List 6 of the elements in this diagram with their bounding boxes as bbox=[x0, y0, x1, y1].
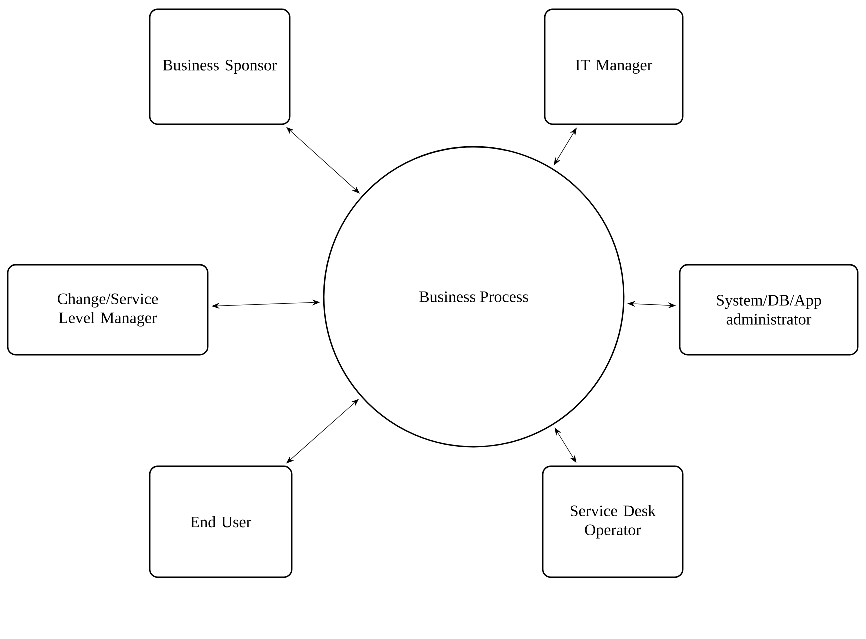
role-box: Service Desk Operator bbox=[542, 466, 684, 578]
role-box: End User bbox=[149, 466, 293, 578]
role-box: Business Sponsor bbox=[149, 8, 291, 126]
role-box: System/DB/App administrator bbox=[679, 264, 859, 356]
role-box: Change/Service Level Manager bbox=[7, 264, 209, 356]
role-box: IT Manager bbox=[544, 8, 684, 126]
